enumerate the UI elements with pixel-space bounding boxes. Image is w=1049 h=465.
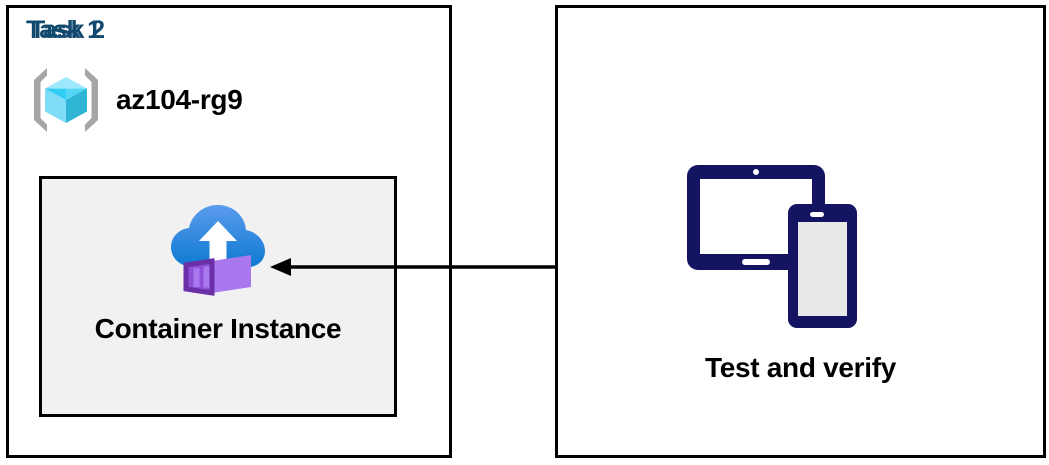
resource-group-cube-icon xyxy=(28,62,104,138)
resource-group-row: az104-rg9 xyxy=(28,62,243,138)
container-instance-icon xyxy=(168,179,268,297)
tablet-and-phone-icon xyxy=(684,162,874,334)
container-instance-box: Container Instance xyxy=(39,176,397,417)
panel-title-task-1: Task 1 xyxy=(26,16,101,44)
devices-label: Test and verify xyxy=(704,352,897,383)
panel-title-task-2: Task 2 xyxy=(30,16,105,44)
resource-group-label: az104-rg9 xyxy=(116,84,243,115)
container-instance-label: Container Instance xyxy=(94,313,342,344)
